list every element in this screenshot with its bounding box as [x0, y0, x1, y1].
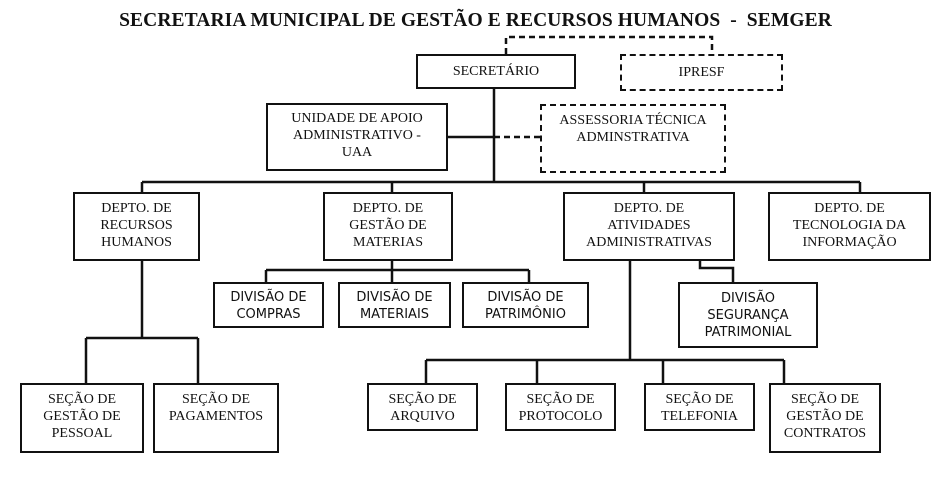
- box-label: DIVISÃO DE PATRIMÔNIO: [485, 290, 566, 322]
- box-secao-protocolo: SEÇÃO DE PROTOCOLO: [505, 383, 616, 431]
- box-depto-rh: DEPTO. DE RECURSOS HUMANOS: [73, 192, 200, 261]
- box-divisao-materiais: DIVISÃO DE MATERIAIS: [338, 282, 451, 328]
- box-divisao-seguranca: DIVISÃO SEGURANÇA PATRIMONIAL: [678, 282, 818, 348]
- box-divisao-compras: DIVISÃO DE COMPRAS: [213, 282, 324, 328]
- box-secao-pagamentos: SEÇÃO DE PAGAMENTOS: [153, 383, 279, 453]
- dashed-link-ipresf: [504, 35, 714, 54]
- box-label: DEPTO. DE TECNOLOGIA DA INFORMAÇÃO: [792, 201, 907, 250]
- box-label: SEÇÃO DE GESTÃO DE PESSOAL: [43, 392, 121, 441]
- box-secao-arquivo: SEÇÃO DE ARQUIVO: [367, 383, 478, 431]
- box-label: ASSESSORIA TÉCNICA ADMINSTRATIVA: [559, 113, 707, 145]
- box-divisao-patrimonio: DIVISÃO DE PATRIMÔNIO: [462, 282, 589, 328]
- box-ipresf: IPRESF: [620, 54, 783, 91]
- box-label: SEÇÃO DE PAGAMENTOS: [168, 392, 264, 424]
- box-label: SEÇÃO DE GESTÃO DE CONTRATOS: [783, 392, 867, 441]
- box-label: UNIDADE DE APOIO ADMINISTRATIVO - UAA: [291, 111, 423, 160]
- page-title: SECRETARIA MUNICIPAL DE GESTÃO E RECURSO…: [119, 10, 832, 31]
- box-uaa: UNIDADE DE APOIO ADMINISTRATIVO - UAA: [266, 103, 448, 171]
- box-label: IPRESF: [678, 65, 725, 80]
- box-depto-gestao-materias: DEPTO. DE GESTÃO DE MATERIAS: [323, 192, 453, 261]
- box-depto-atividades: DEPTO. DE ATIVIDADES ADMINISTRATIVAS: [563, 192, 735, 261]
- box-secretario: SECRETÁRIO: [416, 54, 576, 89]
- box-label: DEPTO. DE ATIVIDADES ADMINISTRATIVAS: [586, 201, 712, 250]
- box-label: DIVISÃO DE MATERIAIS: [356, 290, 433, 322]
- box-label: SEÇÃO DE ARQUIVO: [388, 392, 457, 424]
- box-label: DEPTO. DE RECURSOS HUMANOS: [100, 201, 173, 250]
- box-label: DIVISÃO DE COMPRAS: [230, 290, 307, 322]
- box-secao-gestao-pessoal: SEÇÃO DE GESTÃO DE PESSOAL: [20, 383, 144, 453]
- box-depto-ti: DEPTO. DE TECNOLOGIA DA INFORMAÇÃO: [768, 192, 931, 261]
- box-label: DEPTO. DE GESTÃO DE MATERIAS: [349, 201, 427, 250]
- box-label: DIVISÃO SEGURANÇA PATRIMONIAL: [704, 291, 792, 340]
- box-label: SEÇÃO DE PROTOCOLO: [518, 392, 603, 424]
- box-secao-gestao-contratos: SEÇÃO DE GESTÃO DE CONTRATOS: [769, 383, 881, 453]
- box-label: SEÇÃO DE TELEFONIA: [661, 392, 738, 424]
- box-label: SECRETÁRIO: [452, 64, 540, 79]
- box-secao-telefonia: SEÇÃO DE TELEFONIA: [644, 383, 755, 431]
- box-assessoria: ASSESSORIA TÉCNICA ADMINSTRATIVA: [540, 104, 726, 173]
